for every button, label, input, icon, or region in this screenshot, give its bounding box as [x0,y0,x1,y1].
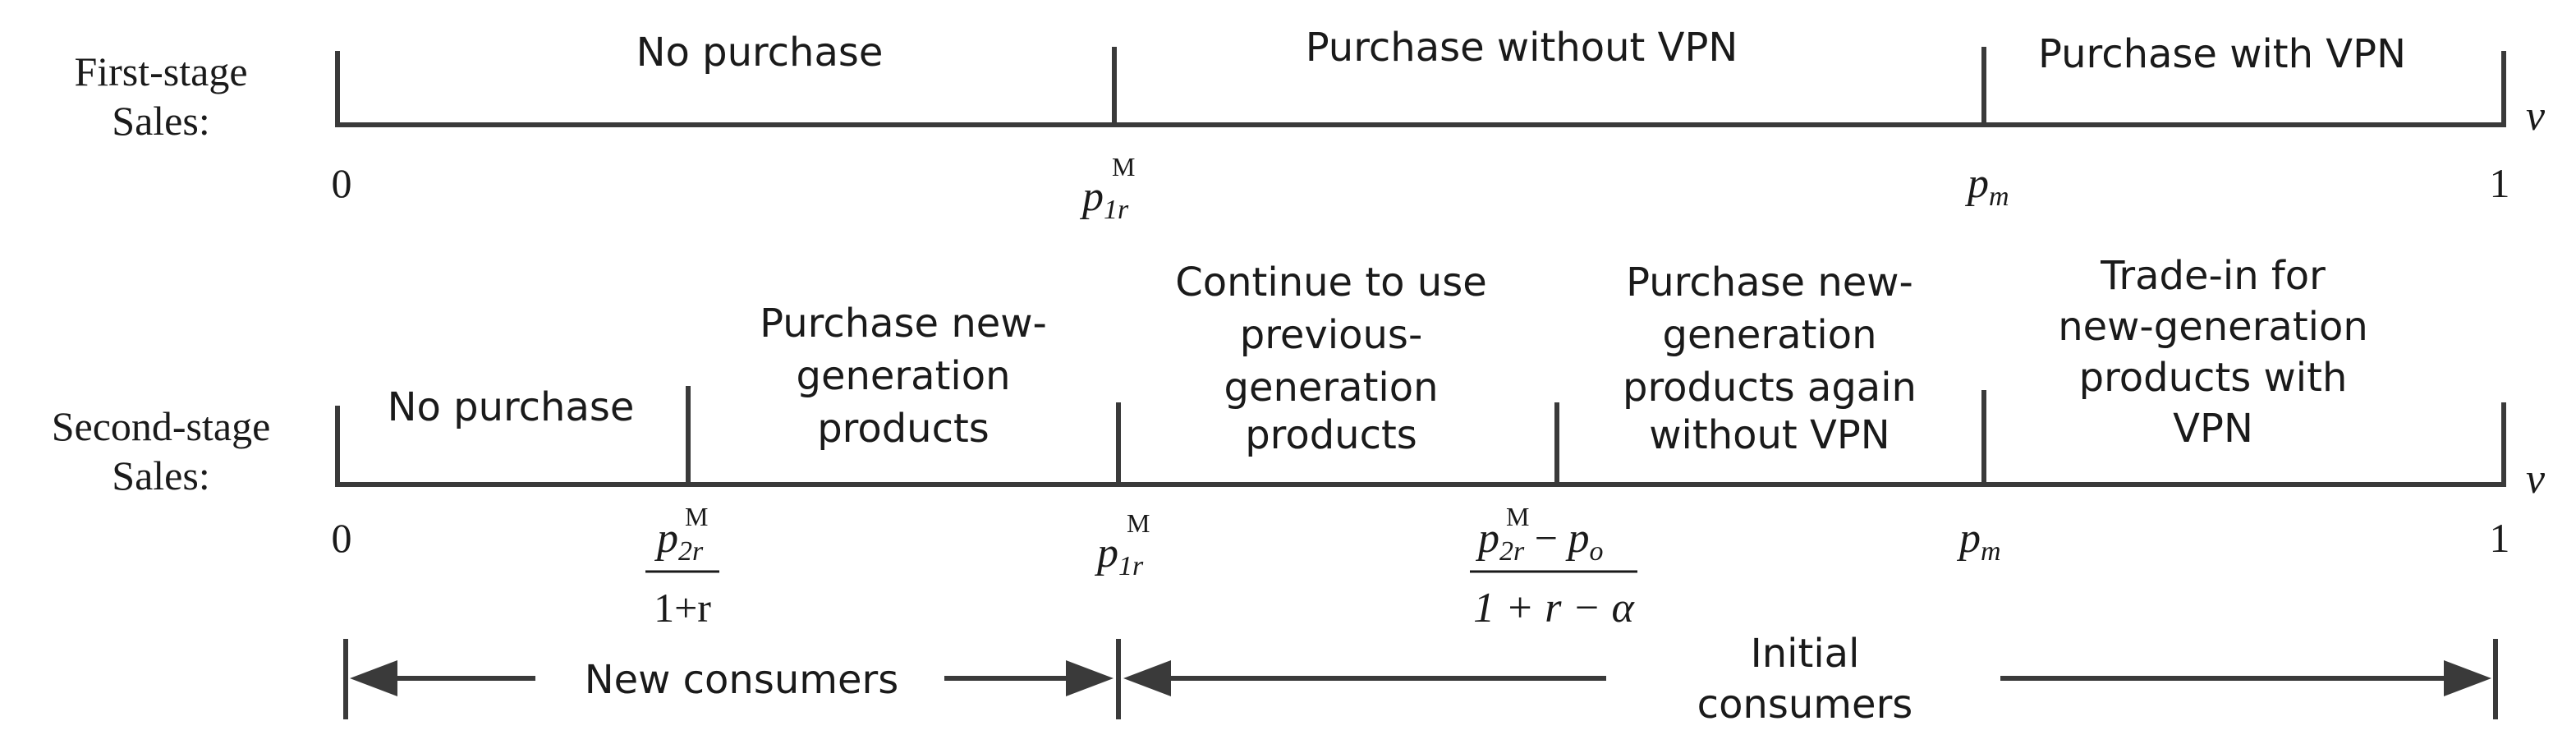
first-stage-label-0: 0 [332,160,352,206]
second-stage-row: Second-stage Sales: No purchase Purchase… [52,253,2546,631]
second-stage-label-pm: pm [1956,515,2001,567]
second-stage-segment-trade-in-l2: new-generation [2058,304,2368,350]
second-stage-var: v [2526,456,2546,503]
new-consumers-label: New consumers [585,657,899,703]
frac2-numerator-sup: M [1506,502,1529,531]
second-stage-segment-again-l3: products again [1623,365,1917,411]
second-stage-label-line1: Second-stage [52,403,271,449]
second-stage-label-frac1: p2r M 1+r [645,502,719,631]
second-stage-label-frac2: p2r − po M 1 + r − α [1470,502,1637,631]
second-stage-segment-trade-in-l1: Trade-in for [2100,253,2326,299]
first-stage-label-line1: First-stage [74,48,247,94]
frac2-denominator: 1 + r − α [1473,585,1635,631]
initial-consumers-label-l2: consumers [1697,682,1913,728]
second-stage-segment-continue-l2: previous- [1240,312,1423,358]
second-stage-segment-again-l4: without VPN [1649,412,1890,458]
second-stage-segment-trade-in-l3: products with [2079,355,2348,401]
frac1-denominator: 1+r [654,585,711,631]
second-stage-segment-new-generation-l1: Purchase new- [760,301,1047,347]
first-stage-row: First-stage Sales: No purchase Purchase … [74,25,2546,225]
first-stage-segment-no-purchase: No purchase [636,30,884,76]
initial-consumers-arrowhead-right [2444,660,2491,696]
new-consumers-arrowhead-left [350,660,397,696]
first-stage-label-p1r-sup: M [1112,152,1135,181]
frac1-numerator-sup: M [685,502,708,531]
second-stage-label-p1r: p1r [1094,530,1144,581]
second-stage-label-0: 0 [332,515,352,561]
second-stage-label-p1r-sup: M [1127,508,1150,538]
frac2-numerator: p2r − po [1475,515,1603,567]
frac1-numerator: p2r [654,515,704,567]
second-stage-segment-continue-l3: generation [1224,365,1438,411]
first-stage-var: v [2526,93,2546,140]
second-stage-segment-again-l2: generation [1662,312,1876,358]
second-stage-segment-continue-l4: products [1245,412,1417,458]
first-stage-label-pm: pm [1964,160,2009,212]
first-stage-segment-without-vpn: Purchase without VPN [1306,25,1738,71]
second-stage-segment-no-purchase: No purchase [388,384,635,430]
first-stage-label-line2: Sales: [112,98,209,144]
first-stage-label-1: 1 [2490,160,2510,206]
second-stage-label-line2: Sales: [112,452,209,498]
initial-consumers-arrowhead-left [1123,660,1171,696]
second-stage-segment-continue-l1: Continue to use [1175,259,1487,305]
initial-consumers-label-l1: Initial [1751,631,1860,677]
first-stage-label-p1r: p1r [1079,173,1129,225]
second-stage-label-1: 1 [2490,515,2510,561]
consumer-groups: New consumers Initial consumers [343,631,2498,728]
second-stage-segment-new-generation-l2: generation [796,353,1010,399]
second-stage-segment-trade-in-l4: VPN [2173,406,2253,452]
second-stage-segment-again-l1: Purchase new- [1626,259,1913,305]
second-stage-segment-new-generation-l3: products [817,406,990,452]
first-stage-segment-with-vpn: Purchase with VPN [2038,31,2406,77]
new-consumers-arrowhead-right [1066,660,1114,696]
